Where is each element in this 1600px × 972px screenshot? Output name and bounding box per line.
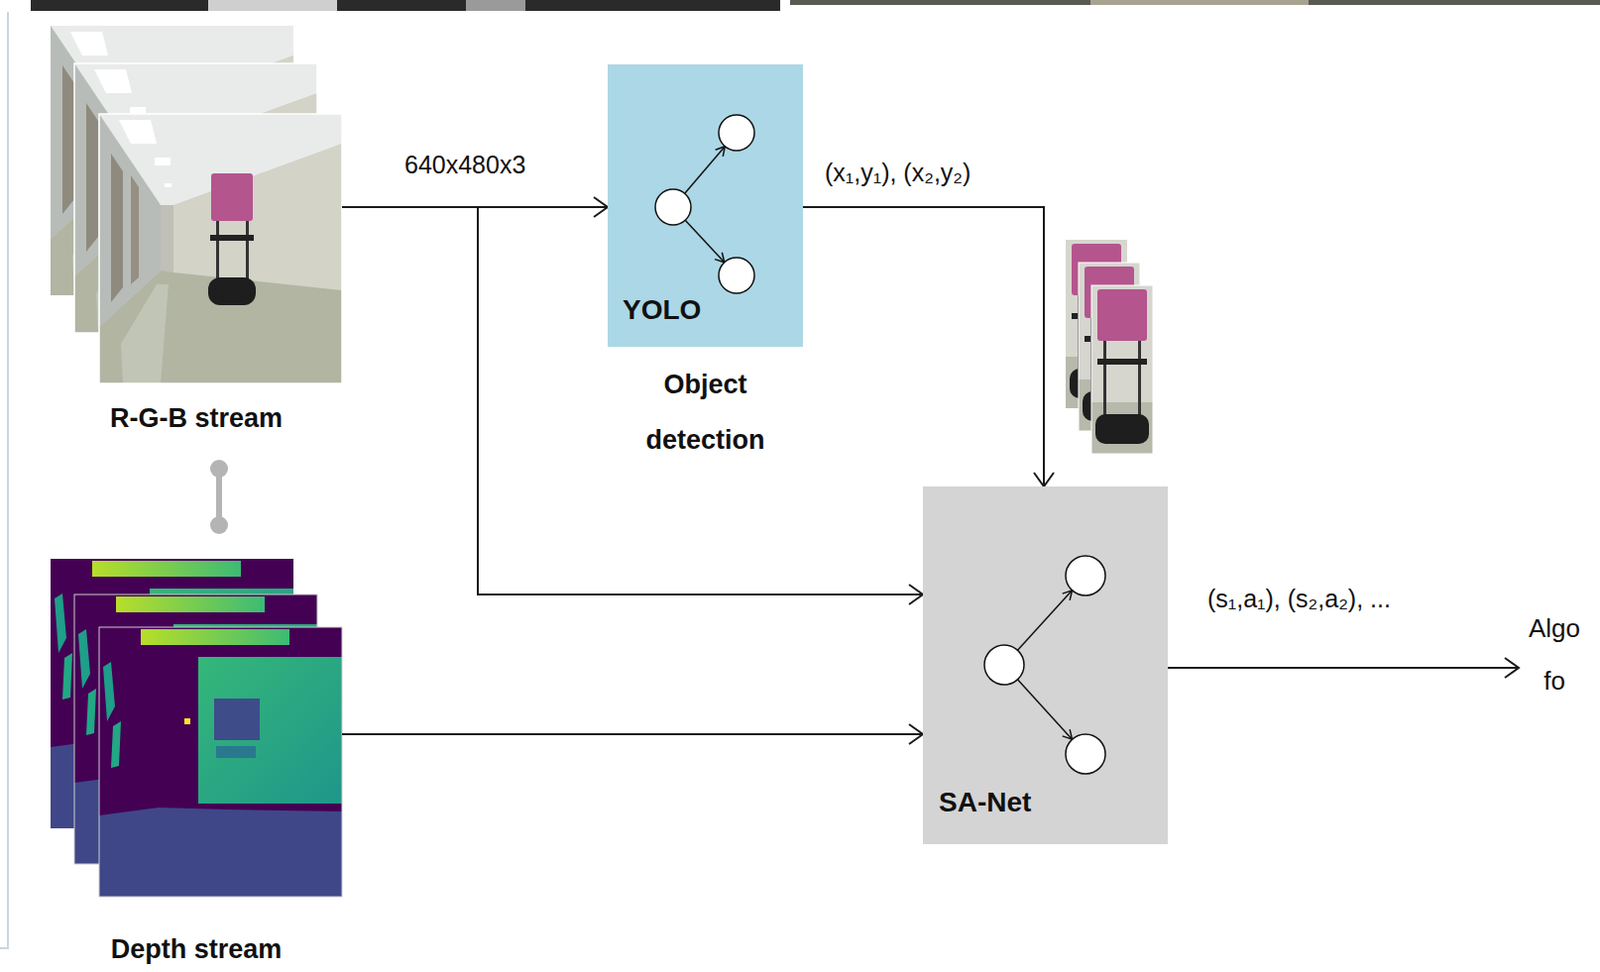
edge-label-holder: (x₁,y₁), (x₂,y₂) [822, 158, 973, 188]
box-title: YOLO [622, 293, 701, 328]
stream-label: Depth stream [111, 933, 283, 966]
graphic-part [1091, 285, 1153, 455]
edge-label: (x₁,y₁), (x₂,y₂) [822, 158, 973, 188]
sanet-box: SA-Net [922, 486, 1168, 845]
depth-frame-stack [50, 559, 343, 898]
connector [1167, 668, 1519, 670]
edge-label-holder: (s₁,a₁), (s₂,a₂), ... [1205, 584, 1393, 614]
graphic-part [790, 0, 1600, 5]
rgb-stream-node: R-G-B stream [50, 25, 343, 469]
connector-line [342, 733, 923, 736]
rgb-frame-stack [50, 25, 343, 384]
box-caption: Object detection [616, 356, 796, 468]
connector [342, 734, 923, 736]
icon-neuron [1065, 556, 1106, 596]
stream-label: R-G-B stream [110, 402, 283, 435]
top-photo-strip [30, 0, 1600, 11]
graphic-part [465, 0, 526, 11]
icon-neuron [984, 645, 1025, 686]
graphic-part [30, 0, 781, 11]
icon-neuron [655, 189, 691, 226]
box-title: SA-Net [938, 786, 1031, 820]
icon-link [1018, 680, 1073, 740]
edge-label: (s₁,a₁), (s₂,a₂), ... [1205, 584, 1393, 614]
cropped-object-stack [1065, 239, 1153, 455]
icon-neuron [718, 257, 755, 294]
panel-border [0, 11, 8, 949]
connector-dot [210, 459, 229, 478]
output-label: Algo fo [1518, 602, 1591, 708]
graphic-part [99, 627, 343, 898]
graphic-part [208, 0, 338, 11]
connector [802, 207, 1044, 487]
graphic-part [99, 114, 343, 384]
icon-link [685, 220, 725, 263]
output-node: Algo fo [1518, 602, 1591, 708]
edge-label-holder: 640x480x3 [402, 150, 528, 180]
icon-link [685, 146, 726, 195]
graphic-part [99, 627, 343, 898]
connector-line [1167, 667, 1519, 670]
graphic-part [1090, 0, 1309, 5]
icon-link [1018, 590, 1073, 651]
depth-stream-node: Depth stream [50, 525, 343, 972]
connector-line [802, 207, 1044, 487]
edge-label: 640x480x3 [402, 150, 528, 180]
connector [210, 459, 229, 535]
icon-neuron [1065, 734, 1106, 775]
yolo-box: YOLOObject detection [607, 64, 803, 347]
icon-neuron [718, 114, 755, 151]
connector-dot [210, 516, 229, 535]
graphic-part [1091, 285, 1153, 455]
graphic-part [99, 114, 343, 384]
